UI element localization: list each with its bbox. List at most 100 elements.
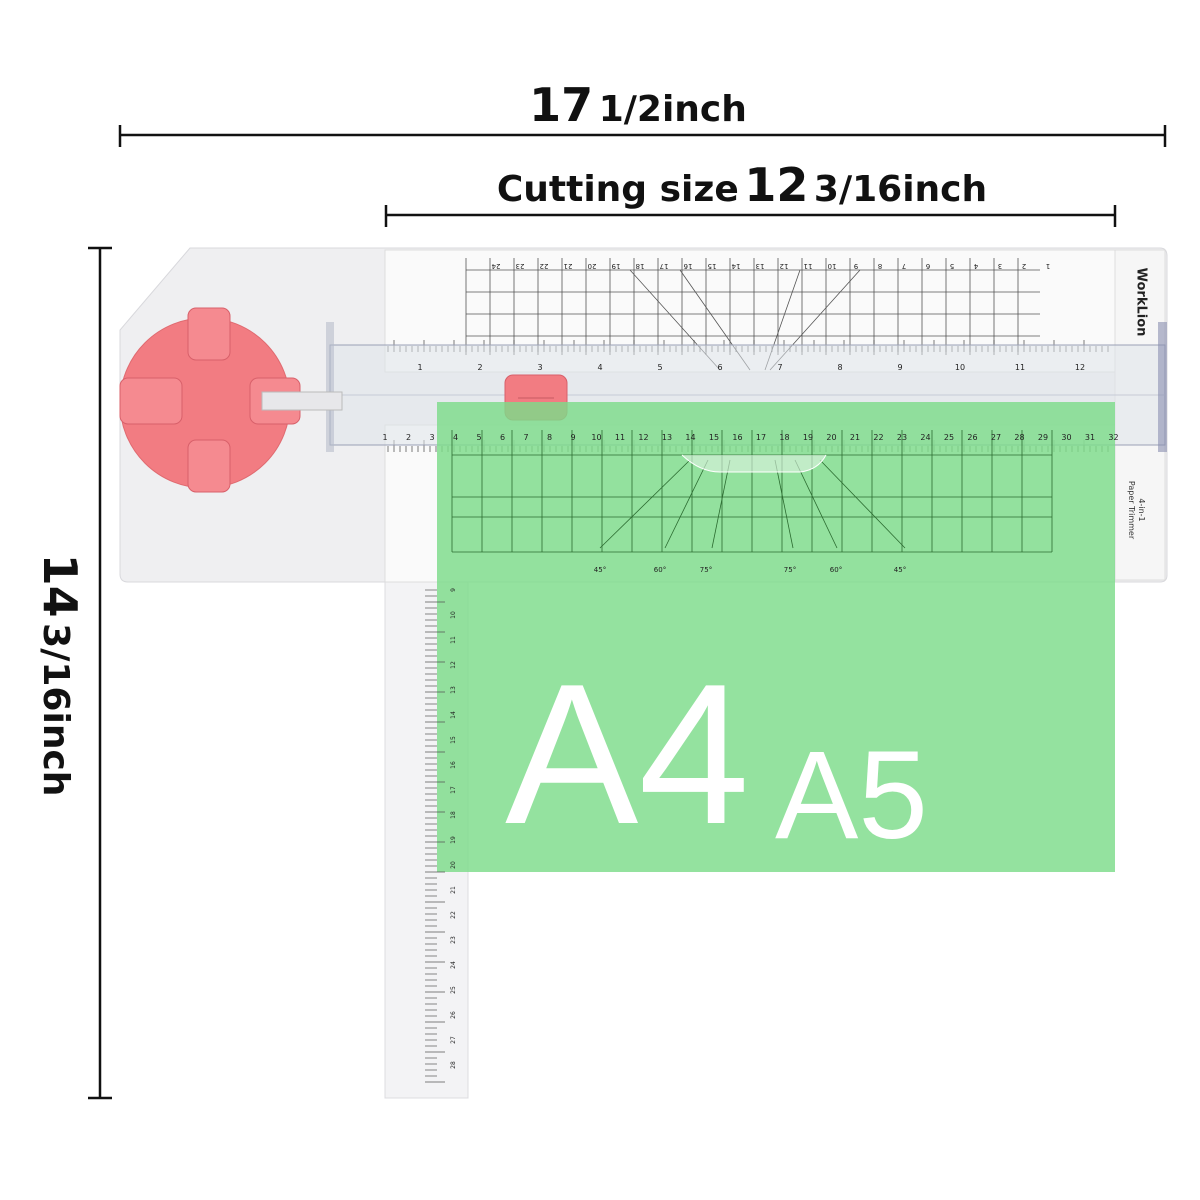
cutting-prefix: Cutting size <box>496 169 739 210</box>
ruler-label-top-cm: 17 <box>660 262 669 270</box>
dimension-lines <box>88 125 1167 1100</box>
angle-label: 60° <box>654 566 666 574</box>
ruler-label-top-inch: 8 <box>837 363 842 372</box>
ruler-label-top-cm: 21 <box>564 262 573 270</box>
ruler-label-top-cm: 13 <box>756 262 765 270</box>
brand-logo: WorkLion <box>1133 267 1149 337</box>
paper-overlay <box>437 402 1115 872</box>
angle-line <box>711 459 731 549</box>
angle-line <box>664 459 709 549</box>
ruler-label-bottom-cm: 12 <box>638 433 648 442</box>
ruler-label-top-cm: 18 <box>636 262 645 270</box>
ruler-label-arm-cm: 28 <box>450 1061 457 1069</box>
green-grid <box>425 430 1053 1083</box>
ruler-label-top-inch: 6 <box>717 363 722 372</box>
width-fraction: 1/2inch <box>598 89 747 130</box>
ruler-label-arm-cm: 10 <box>450 611 457 619</box>
blade-handle-left[interactable] <box>119 377 183 425</box>
angle-label: 75° <box>784 566 796 574</box>
cutting-size-label: Cutting size 12 3/16inch <box>0 158 1200 212</box>
ruler-label-top-inch: 11 <box>1015 363 1025 372</box>
ruler-label-top-inch: 5 <box>657 363 662 372</box>
ruler-label-top-inch: 1 <box>417 363 422 372</box>
blade-handle-top[interactable] <box>187 307 231 361</box>
width-value: 17 <box>529 78 594 132</box>
ruler-label-top-cm: 16 <box>683 262 692 270</box>
height-value: 14 <box>33 553 87 618</box>
ruler-label-arm-cm: 27 <box>450 1036 457 1044</box>
finger-slot <box>681 454 827 473</box>
angle-line <box>819 459 906 549</box>
ruler-label-top-inch: 9 <box>897 363 902 372</box>
ruler-label-top-cm: 8 <box>878 262 882 270</box>
ruler-label-bottom-cm: 17 <box>756 433 766 442</box>
ruler-label-bottom-cm: 2 <box>406 433 411 442</box>
ruler-label-bottom-cm: 19 <box>803 433 813 442</box>
ruler-label-bottom-cm: 27 <box>991 433 1001 442</box>
ruler-label-top-inch: 3 <box>537 363 542 372</box>
ruler-label-top-inch: 7 <box>777 363 782 372</box>
ruler-label-arm-cm: 17 <box>450 786 457 794</box>
ruler-label-bottom-cm: 6 <box>500 433 505 442</box>
a4-label: A4 <box>505 643 750 866</box>
ruler-label-top-cm: 3 <box>998 262 1002 270</box>
ruler-label-bottom-cm: 11 <box>615 433 625 442</box>
ruler-label-bottom-cm: 20 <box>826 433 836 442</box>
ruler-label-bottom-cm: 8 <box>547 433 552 442</box>
ruler-label-top-cm: 6 <box>925 262 930 270</box>
angle-line <box>599 459 691 549</box>
ruler-label-arm-cm: 23 <box>450 936 457 944</box>
product-label-line2: Paper Trimmer <box>1127 480 1136 540</box>
angle-line <box>774 459 794 549</box>
ruler-label-bottom-cm: 14 <box>685 433 695 442</box>
ruler-label-bottom-cm: 25 <box>944 433 954 442</box>
ruler-label-bottom-cm: 29 <box>1038 433 1048 442</box>
blade-handle-bottom[interactable] <box>187 439 231 493</box>
ruler-label-top-inch: 12 <box>1075 363 1085 372</box>
ruler-label-arm-cm: 24 <box>450 961 457 969</box>
ruler-label-bottom-cm: 32 <box>1108 433 1118 442</box>
overall-width-label: 17 1/2inch <box>0 78 1200 132</box>
ruler-label-arm-cm: 13 <box>450 686 457 694</box>
ruler-label-arm-cm: 21 <box>450 886 457 894</box>
cutting-value: 12 <box>744 158 809 212</box>
ruler-label-bottom-cm: 26 <box>967 433 977 442</box>
product-label-line1: 4-in-1 <box>1137 498 1146 522</box>
ruler-label-arm-cm: 20 <box>450 861 457 869</box>
ruler-label-bottom-cm: 18 <box>779 433 789 442</box>
ruler-label-bottom-cm: 1 <box>382 433 387 442</box>
ruler-label-bottom-cm: 30 <box>1061 433 1071 442</box>
ruler-label-arm-cm: 16 <box>450 761 457 769</box>
height-fraction: 3/16inch <box>35 623 76 797</box>
ruler-label-bottom-cm: 5 <box>476 433 481 442</box>
angle-line <box>794 459 838 549</box>
ruler-label-top-inch: 4 <box>597 363 602 372</box>
ruler-label-bottom-cm: 9 <box>570 433 575 442</box>
ruler-label-top-cm: 20 <box>588 262 597 270</box>
angle-label: 75° <box>700 566 712 574</box>
ruler-label-bottom-cm: 15 <box>709 433 719 442</box>
angle-label: 45° <box>894 566 906 574</box>
angle-label: 60° <box>830 566 842 574</box>
ruler-label-bottom-cm: 28 <box>1014 433 1024 442</box>
ruler-label-top-cm: 23 <box>516 262 525 270</box>
ruler-label-arm-cm: 15 <box>450 736 457 744</box>
ruler-label-top-cm: 5 <box>950 262 954 270</box>
ruler-label-top-cm: 10 <box>828 262 837 270</box>
cutting-fraction: 3/16inch <box>813 169 988 210</box>
ruler-label-top-cm: 7 <box>902 262 906 270</box>
ruler-label-top-cm: 22 <box>540 262 549 270</box>
ruler-label-arm-cm: 26 <box>450 1011 457 1019</box>
angle-label: 45° <box>594 566 606 574</box>
ruler-label-arm-cm: 25 <box>450 986 457 994</box>
blade-axle <box>261 391 343 411</box>
ruler-label-top-cm: 14 <box>731 262 740 270</box>
ruler-label-top-inch: 2 <box>477 363 482 372</box>
ruler-label-top-cm: 11 <box>804 262 813 270</box>
ruler-label-arm-cm: 19 <box>450 836 457 844</box>
ruler-label-arm-cm: 11 <box>450 636 457 644</box>
ruler-label-bottom-cm: 24 <box>920 433 930 442</box>
overall-height-label: 14 3/16inch <box>33 554 87 797</box>
